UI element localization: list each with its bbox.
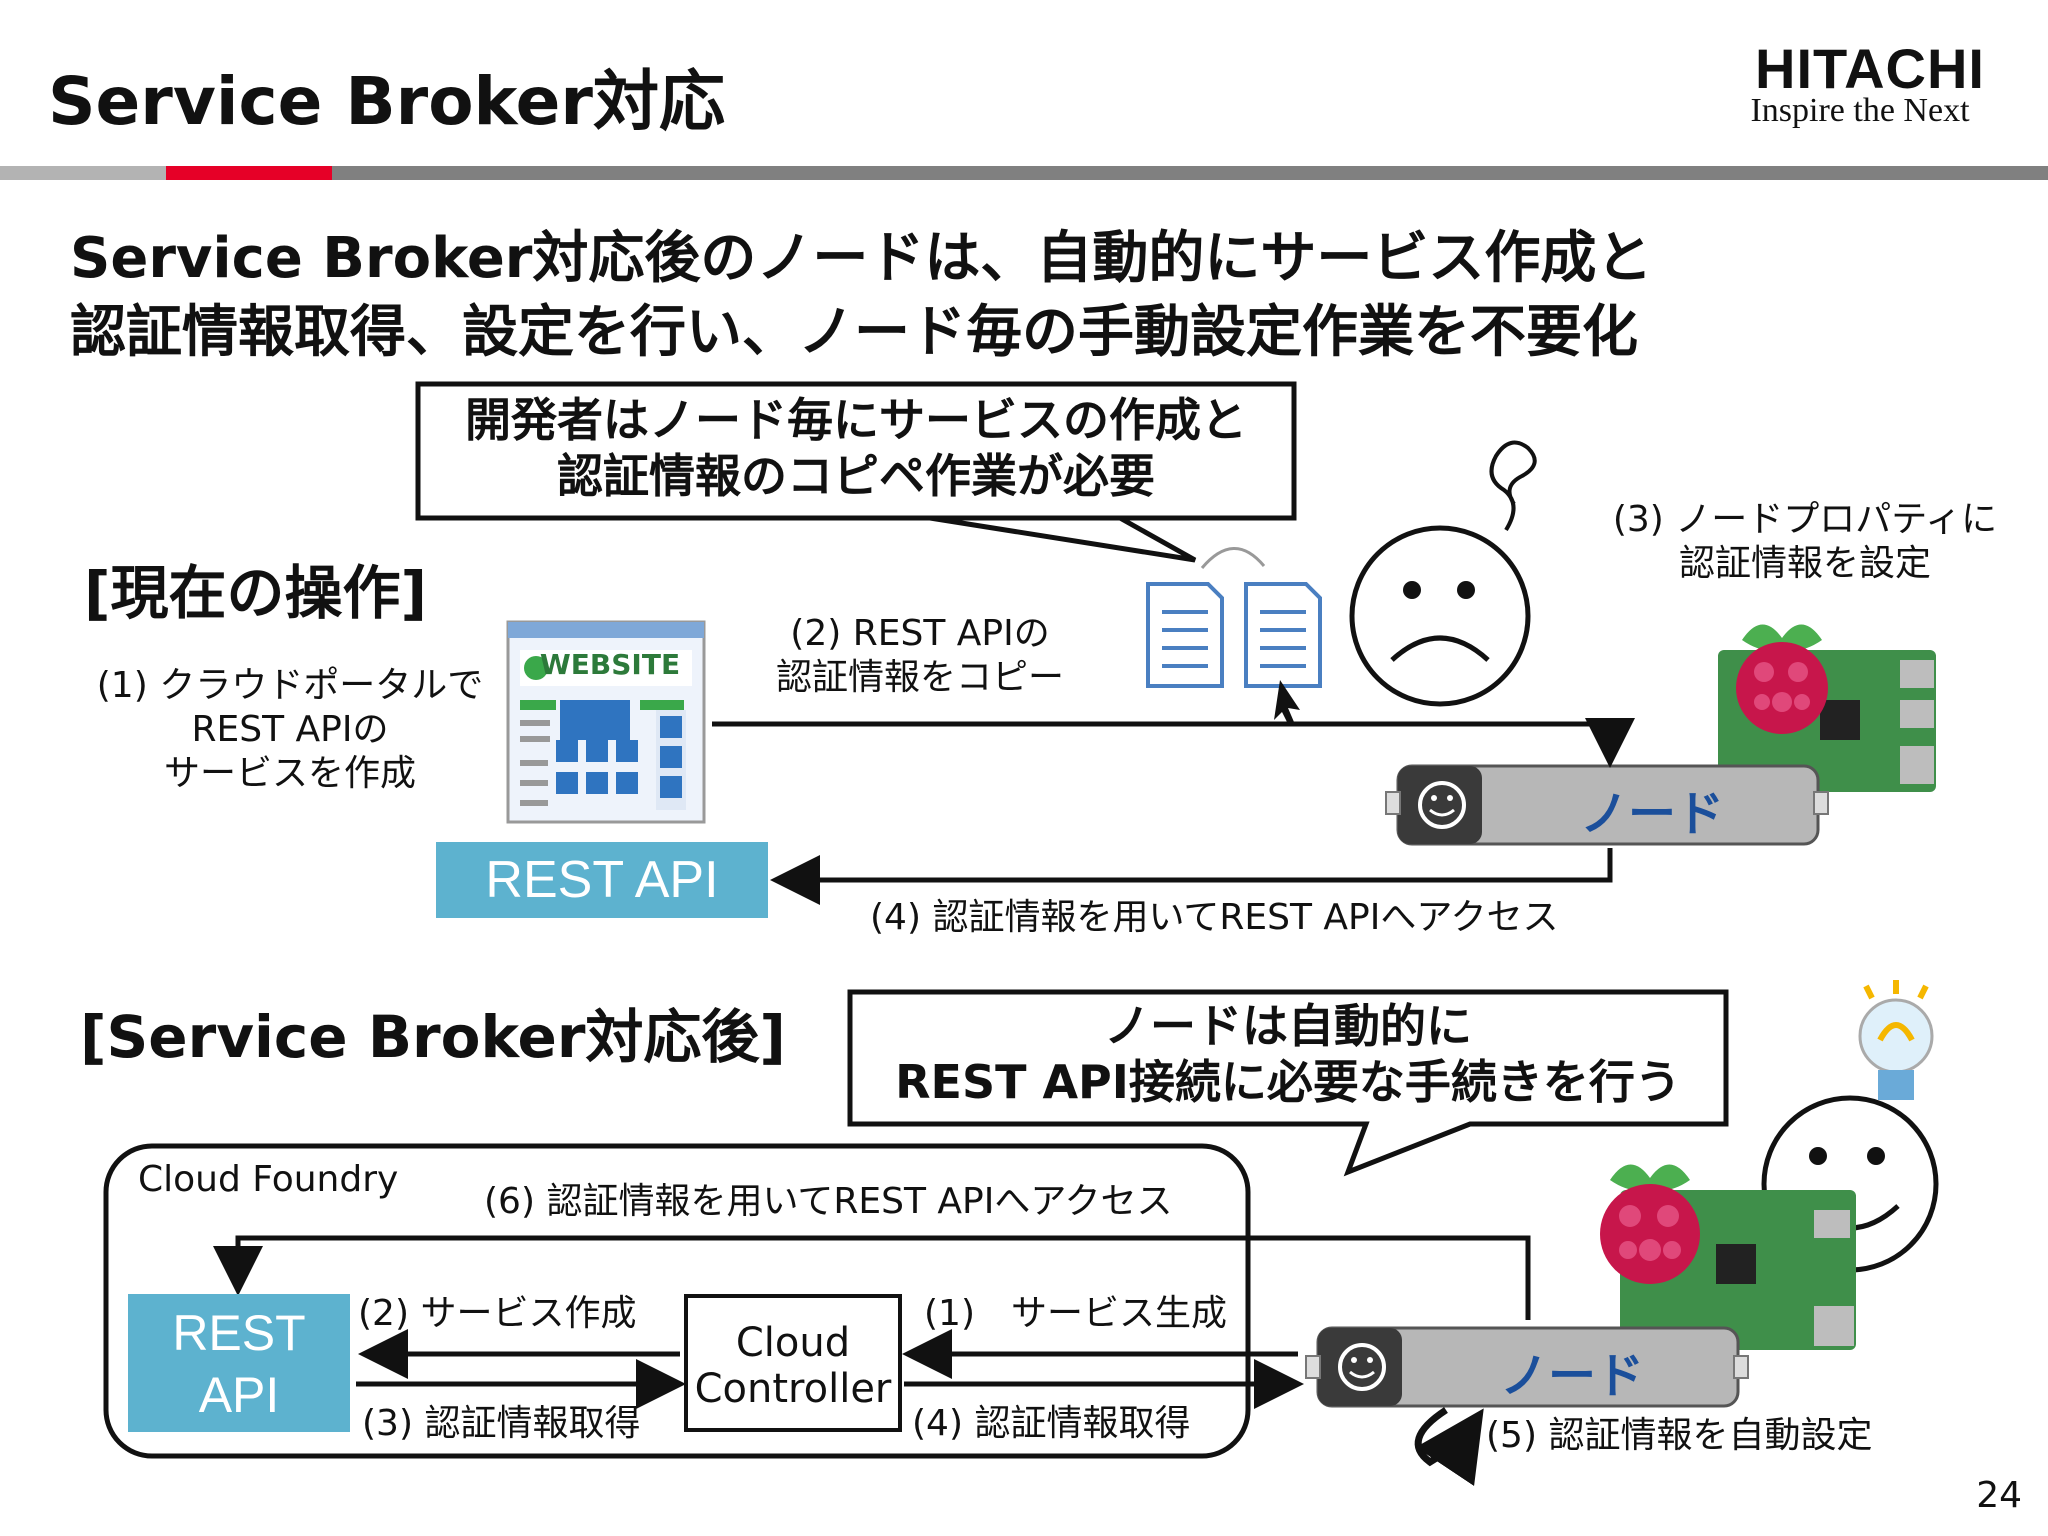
arrow-step6 <box>213 1235 1531 1320</box>
summary-line-2: 認証情報取得、設定を行い、ノード毎の手動設定作業を不要化 <box>70 300 1638 365</box>
after-step6: (6) 認証情報を用いてREST APIへアクセス <box>484 1181 1173 1222</box>
current-callout-line-2: 認証情報のコピペ作業が必要 <box>557 449 1155 503</box>
after-heading: [Service Broker対応後] <box>80 1003 786 1071</box>
rest-api-box-current: REST API <box>436 842 768 918</box>
summary-text: Service Broker対応後のノードは、自動的にサービス作成と 認証情報取… <box>70 222 1652 370</box>
header-bar-red-segment <box>166 166 332 180</box>
current-callout: 開発者はノード毎にサービスの作成と 認証情報のコピペ作業が必要 <box>418 392 1294 504</box>
current-step1-line-2: REST APIの <box>191 709 389 750</box>
after-step4: (4) 認証情報取得 <box>912 1403 1191 1444</box>
current-step3: (3) ノードプロパティに 認証情報を設定 <box>1610 498 2000 586</box>
arrow-step2 <box>712 718 1635 768</box>
current-step3-line-1: (3) ノードプロパティに <box>1612 499 1998 540</box>
current-step2-line-1: (2) REST APIの <box>790 613 1050 654</box>
page-number: 24 <box>1976 1475 2022 1516</box>
node-block-after <box>1305 1326 1749 1408</box>
document-copy-icon <box>1146 547 1322 724</box>
hitachi-logo: HITACHI <box>1755 37 1985 100</box>
current-step3-line-2: 認証情報を設定 <box>1678 543 1931 584</box>
raspberry-pi-icon-after <box>1600 1164 1856 1350</box>
after-callout-bubble <box>847 989 1729 1177</box>
rest-api-line-1: REST <box>172 1305 306 1361</box>
after-step2: (2) サービス作成 <box>358 1293 637 1334</box>
node-block-current <box>1385 764 1829 846</box>
website-label: WEBSITE <box>539 648 681 681</box>
sad-face-icon <box>1349 440 1537 707</box>
summary-line-1: Service Broker対応後のノードは、自動的にサービス作成と <box>70 226 1653 291</box>
after-step3: (3) 認証情報取得 <box>362 1403 641 1444</box>
logo-tagline: Inspire the Next <box>1750 92 1970 129</box>
current-step4: (4) 認証情報を用いてREST APIへアクセス <box>870 897 1559 938</box>
after-callout-line-1: ノードは自動的に <box>1104 999 1472 1053</box>
after-step5: (5) 認証情報を自動設定 <box>1486 1415 1873 1456</box>
rest-api-line-2: API <box>198 1367 280 1423</box>
cloud-controller-line-2: Controller <box>694 1366 892 1412</box>
node-label-current: ノード <box>1579 786 1724 842</box>
current-heading: [現在の操作] <box>84 559 428 627</box>
header-bar-gray-segment <box>0 166 166 180</box>
arrow-step4 <box>770 848 1613 905</box>
raspberry-pi-icon <box>1718 624 1936 792</box>
rest-api-box-after: REST API <box>128 1294 350 1432</box>
after-callout: ノードは自動的に REST API接続に必要な手続きを行う <box>850 998 1726 1110</box>
slide-title: Service Broker対応 <box>48 63 725 140</box>
cloud-controller-box: Cloud Controller <box>684 1294 902 1432</box>
current-step1: (1) クラウドポータルで REST APIの サービスを作成 <box>80 664 500 796</box>
light-bulb-icon <box>1858 980 1934 1100</box>
cloud-foundry-container <box>103 1143 1251 1459</box>
after-step1: (1) サービス生成 <box>924 1293 1227 1334</box>
current-step1-line-1: (1) クラウドポータルで <box>96 665 484 706</box>
node-label-after: ノード <box>1499 1348 1644 1404</box>
current-callout-bubble <box>415 381 1297 563</box>
website-icon <box>506 620 706 824</box>
arrow-step5 <box>1414 1407 1484 1487</box>
current-step2: (2) REST APIの 認証情報をコピー <box>740 612 1100 700</box>
cloud-controller-line-1: Cloud <box>735 1320 851 1366</box>
current-callout-line-1: 開発者はノード毎にサービスの作成と <box>465 393 1247 447</box>
header-bar <box>0 166 2048 180</box>
current-step2-line-2: 認証情報をコピー <box>775 657 1064 698</box>
after-callout-line-2: REST API接続に必要な手続きを行う <box>895 1055 1681 1109</box>
cloud-foundry-label: Cloud Foundry <box>138 1159 399 1200</box>
current-step1-line-3: サービスを作成 <box>163 753 416 794</box>
